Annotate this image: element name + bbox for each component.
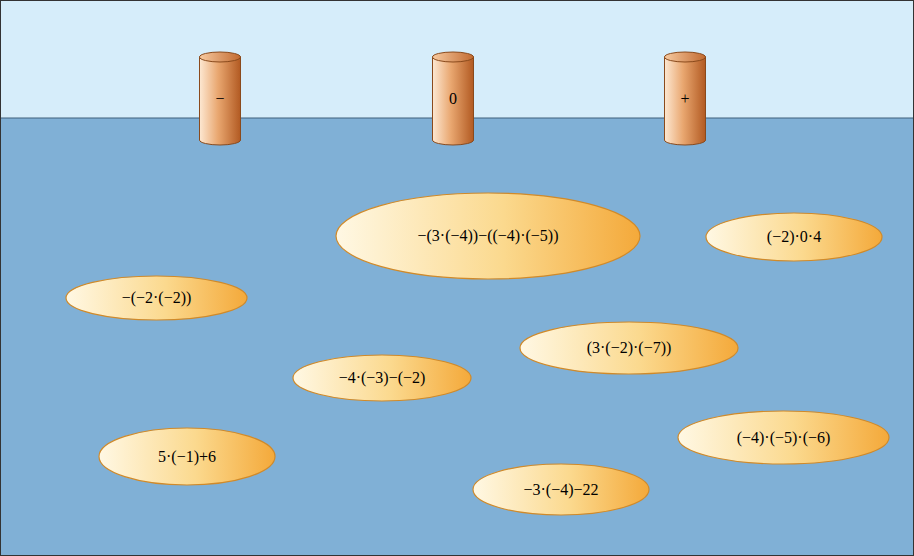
expression-text: (−2)·0·4 <box>767 228 821 246</box>
barrel-body <box>200 57 241 145</box>
expression-text: −(−2·(−2)) <box>122 289 192 307</box>
sign-barrel: + <box>664 52 706 145</box>
text-holder: − <box>199 57 241 140</box>
text-holder: 0 <box>432 57 474 140</box>
text-holder: −(−2·(−2)) <box>65 275 248 321</box>
expression-text: (3·(−2)·(−7)) <box>587 339 672 357</box>
text-holder: 5·(−1)+6 <box>98 427 276 486</box>
expression-text: 5·(−1)+6 <box>158 448 216 466</box>
ellipse-shape <box>706 213 882 261</box>
expression-text: −3·(−4)−22 <box>523 481 598 499</box>
ellipse-shape <box>336 193 640 279</box>
barrel-top <box>200 52 241 62</box>
barrel-body <box>665 57 706 145</box>
ellipse-shape <box>99 428 275 485</box>
expression-text: − <box>215 90 224 108</box>
ellipse-shape <box>520 322 738 374</box>
text-holder: −(3·(−4))−((−4)·(−5)) <box>335 192 641 280</box>
expression-text: −(3·(−4))−((−4)·(−5)) <box>417 227 558 245</box>
sign-barrel: 0 <box>432 52 474 145</box>
barrel-body <box>433 57 474 145</box>
water-area <box>0 118 914 556</box>
text-holder: −4·(−3)−(−2) <box>292 354 472 402</box>
expression-ellipse: −4·(−3)−(−2) <box>292 354 472 402</box>
expression-text: 0 <box>449 90 457 108</box>
expression-ellipse: (3·(−2)·(−7)) <box>519 321 739 375</box>
text-holder: (−4)·(−5)·(−6) <box>677 410 890 465</box>
ellipse-shape <box>66 276 247 320</box>
expression-text: + <box>680 90 689 108</box>
barrel-top <box>665 52 706 62</box>
expression-ellipse: −(−2·(−2)) <box>65 275 248 321</box>
expression-ellipse: 5·(−1)+6 <box>98 427 276 486</box>
ellipse-shape <box>678 411 889 464</box>
expression-ellipse: (−4)·(−5)·(−6) <box>677 410 890 465</box>
text-holder: + <box>664 57 706 140</box>
ellipse-shape <box>473 464 649 515</box>
expression-ellipse: (−2)·0·4 <box>705 212 883 262</box>
text-holder: (3·(−2)·(−7)) <box>519 321 739 375</box>
expression-ellipse: −(3·(−4))−((−4)·(−5)) <box>335 192 641 280</box>
expression-text: (−4)·(−5)·(−6) <box>737 429 831 447</box>
text-holder: (−2)·0·4 <box>705 212 883 262</box>
sign-barrel: − <box>199 52 241 145</box>
barrel-top <box>433 52 474 62</box>
expression-ellipse: −3·(−4)−22 <box>472 463 650 516</box>
text-holder: −3·(−4)−22 <box>472 463 650 516</box>
expression-text: −4·(−3)−(−2) <box>339 369 426 387</box>
ellipse-shape <box>293 355 471 401</box>
